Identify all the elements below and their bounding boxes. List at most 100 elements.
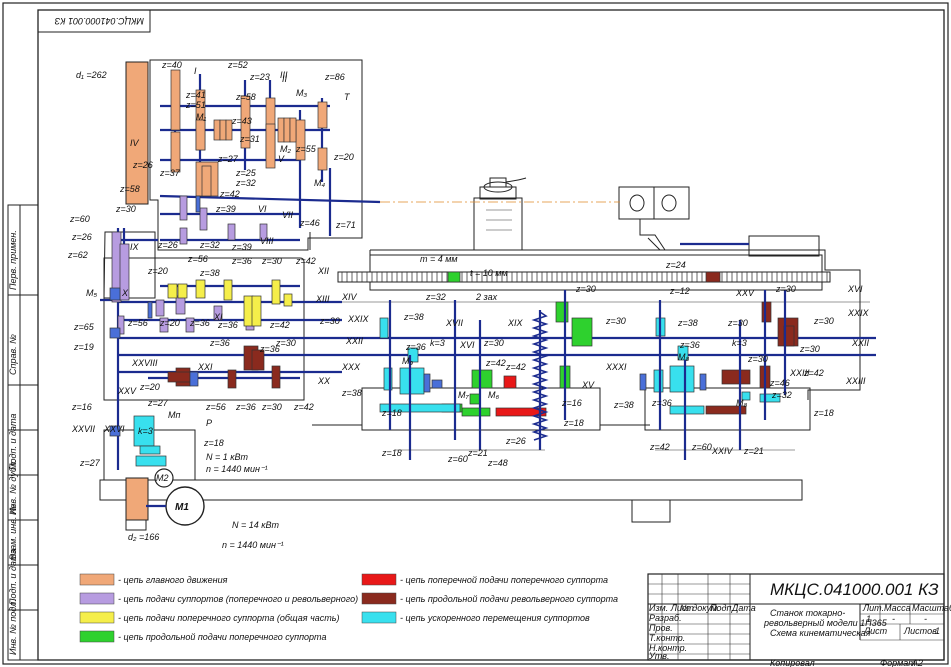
feed-gear <box>185 317 195 333</box>
label-s_XXX: XXX <box>341 362 361 372</box>
label-m4: m = 4 мм <box>420 254 458 264</box>
tool-holder <box>618 186 820 257</box>
label-z19: z=19 <box>73 342 94 352</box>
label-s_XXIV: XXIV <box>711 446 734 456</box>
rapid-chain-gears <box>133 317 781 467</box>
label-k3b: k=3 <box>430 338 445 348</box>
label-s_V: V <box>278 154 285 164</box>
label-s_X: X <box>121 288 129 298</box>
label-MPc: Mп <box>168 410 180 420</box>
label-z36: z=36 <box>259 344 280 354</box>
svg-text:Изм. Лист: Изм. Лист <box>649 603 694 613</box>
legend-swatch <box>361 592 397 605</box>
main-pulley <box>125 61 149 205</box>
main-gear <box>289 117 297 143</box>
label-z56: z=56 <box>187 254 208 264</box>
svg-text:-: - <box>924 614 927 624</box>
label-M6c: M₆ <box>488 390 499 400</box>
label-M7c: M₇ <box>458 390 469 400</box>
label-z51: z=51 <box>185 100 206 110</box>
rapid-gear <box>677 345 689 361</box>
svg-text:Разраб.: Разраб. <box>649 613 682 623</box>
main-gear <box>317 101 328 129</box>
svg-text:M2: M2 <box>156 473 169 483</box>
top-stamp-box <box>37 9 151 33</box>
blue-gear <box>147 301 153 319</box>
label-n1_rpm: n = 1440 мин⁻¹ <box>222 540 284 550</box>
label-z42: z=42 <box>505 362 526 372</box>
svg-text:Копировал: Копировал <box>770 658 815 667</box>
cross_common-gear <box>283 293 293 307</box>
main-gear <box>283 117 291 143</box>
label-z48: z=48 <box>487 458 508 468</box>
label-s_XIII: XIII <box>315 294 330 304</box>
svg-text:M1: M1 <box>175 502 189 513</box>
label-z36: z=36 <box>231 256 252 266</box>
legend-swatch <box>79 611 115 624</box>
svg-text:Т.контр.: Т.контр. <box>649 633 685 643</box>
label-s_IX: IX <box>130 242 140 252</box>
svg-text:Станок токарно-: Станок токарно- <box>770 608 845 618</box>
label-s_XXII: XXII <box>345 336 364 346</box>
cross_common-gear <box>177 283 188 299</box>
motor-m1: M1 <box>146 486 205 526</box>
label-n2_rpm: n = 1440 мин⁻¹ <box>206 464 268 474</box>
label-z36: z=36 <box>405 342 426 352</box>
svg-text:Инв. № дубл.: Инв. № дубл. <box>8 460 18 515</box>
svg-text:револьверный модели 1П365: револьверный модели 1П365 <box>763 618 888 628</box>
side-strip: Перв. примен. Справ. № Подп. и дата Инв.… <box>7 204 39 661</box>
label-z20: z=20 <box>139 382 160 392</box>
blue-gear <box>431 379 443 389</box>
label-M4c: M₄ <box>314 178 325 188</box>
label-s_XXI: XXI <box>197 362 213 372</box>
label-z46: z=46 <box>299 218 320 228</box>
label-z38: z=38 <box>403 312 424 322</box>
svg-text:Масса: Масса <box>884 603 911 613</box>
label-z16: z=16 <box>561 398 582 408</box>
label-z18: z=18 <box>381 408 402 418</box>
legend-label: - цепь главного движения <box>118 575 228 585</box>
label-z58: z=58 <box>119 184 140 194</box>
legend-swatch <box>79 630 115 643</box>
label-z12: z=12 <box>669 286 690 296</box>
label-z30: z=30 <box>605 316 626 326</box>
long_cross-gear <box>469 393 481 405</box>
svg-text:Н.контр.: Н.контр. <box>649 643 687 653</box>
long_cross-gear <box>571 317 593 347</box>
label-d2: d₂ =166 <box>128 532 159 542</box>
rapid-gear <box>379 317 389 339</box>
lead-screw-worm <box>531 311 549 441</box>
svg-text:Справ. №: Справ. № <box>8 334 18 375</box>
blue-gear <box>109 287 121 301</box>
cross_common-gear <box>195 279 206 299</box>
apron-shafts <box>388 290 795 460</box>
label-s_XXXI: XXXI <box>605 362 627 372</box>
blue-gear <box>109 327 121 339</box>
feed-gear <box>213 305 223 321</box>
rapid-gear <box>135 455 167 467</box>
feed-gear <box>155 299 165 317</box>
label-s_XXII_r: XXII <box>851 338 870 348</box>
long_turret-gear <box>251 349 265 371</box>
rapid-gear <box>741 391 751 401</box>
label-z24: z=24 <box>665 260 686 270</box>
feed-gear <box>179 195 188 221</box>
label-s_XX: XX <box>317 376 331 386</box>
label-z36: z=36 <box>217 320 238 330</box>
cross-common-gears <box>167 279 293 327</box>
label-z18: z=18 <box>563 418 584 428</box>
feed-gear <box>159 317 169 333</box>
svg-text:Подп. и дата: Подп. и дата <box>8 414 18 470</box>
label-s_XXVII: XXVII <box>71 424 96 434</box>
label-s_IV: IV <box>130 138 140 148</box>
label-z56: z=56 <box>205 402 226 412</box>
label-z60: z=60 <box>69 214 90 224</box>
svg-text:Схема кинематическая: Схема кинематическая <box>770 628 871 638</box>
label-z21: z=21 <box>467 448 488 458</box>
label-z30: z=30 <box>799 344 820 354</box>
label-s_XVI_r: XVI <box>847 284 863 294</box>
label-z42: z=42 <box>219 189 240 199</box>
rapid-gear <box>669 405 705 415</box>
label-M8c: M₈ <box>678 352 689 362</box>
label-n2_pow: N = 1 кВт <box>206 452 249 462</box>
